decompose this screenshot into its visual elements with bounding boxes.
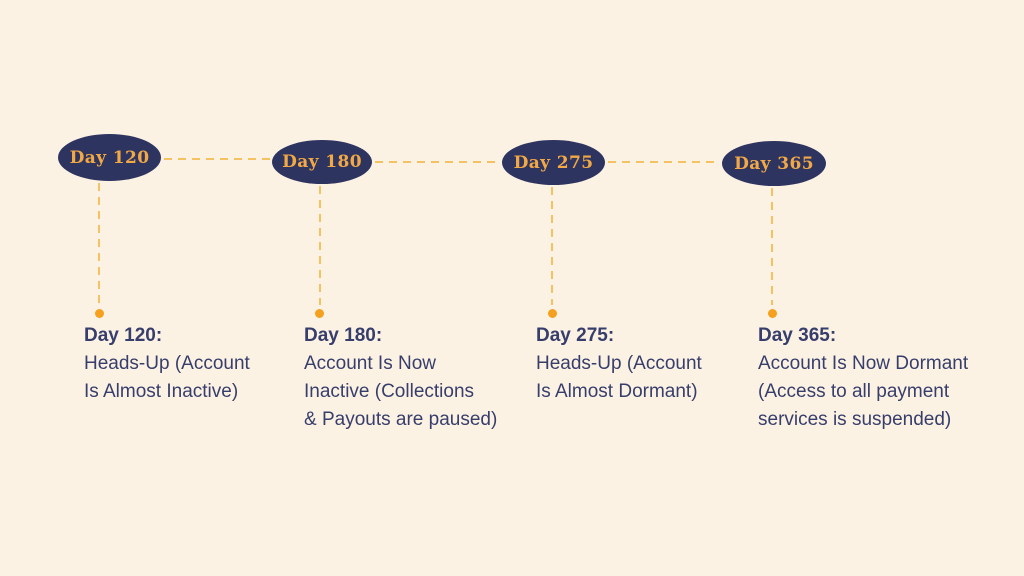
- connector-line-2: [375, 161, 499, 163]
- timeline-badge-day-180: Day 180: [272, 140, 372, 184]
- badge-label: Day 365: [734, 153, 814, 174]
- timeline-badge-day-120: Day 120: [58, 134, 161, 181]
- milestone-heading: Day 365:: [758, 325, 837, 346]
- timeline-dot-day-120: [95, 309, 104, 318]
- connector-line-1: [164, 158, 270, 160]
- milestone-description: Heads-Up (Account Is Almost Dormant): [536, 353, 702, 402]
- badge-label: Day 120: [69, 147, 150, 168]
- milestone-caption-day-275: Day 275: Heads-Up (Account Is Almost Dor…: [536, 322, 766, 406]
- milestone-caption-day-120: Day 120: Heads-Up (Account Is Almost Ina…: [84, 322, 314, 406]
- timeline-badge-day-365: Day 365: [722, 141, 826, 186]
- timeline-badge-day-275: Day 275: [502, 140, 605, 185]
- milestone-description: Account Is Now Inactive (Collections & P…: [304, 353, 498, 430]
- connector-line-3: [608, 161, 720, 163]
- timeline-dot-day-275: [548, 309, 557, 318]
- milestone-heading: Day 120:: [84, 325, 163, 346]
- drop-line-day-120: [98, 183, 100, 305]
- milestone-description: Account Is Now Dormant (Access to all pa…: [758, 353, 969, 430]
- timeline-dot-day-365: [768, 309, 777, 318]
- badge-label: Day 180: [282, 152, 362, 172]
- milestone-caption-day-180: Day 180: Account Is Now Inactive (Collec…: [304, 322, 534, 434]
- milestone-description: Heads-Up (Account Is Almost Inactive): [84, 353, 250, 402]
- milestone-heading: Day 180:: [304, 325, 383, 346]
- drop-line-day-180: [319, 186, 321, 305]
- drop-line-day-365: [771, 188, 773, 305]
- milestone-caption-day-365: Day 365: Account Is Now Dormant (Access …: [758, 322, 988, 434]
- timeline-dot-day-180: [315, 309, 324, 318]
- milestone-heading: Day 275:: [536, 325, 615, 346]
- badge-label: Day 275: [513, 152, 594, 173]
- drop-line-day-275: [551, 187, 553, 305]
